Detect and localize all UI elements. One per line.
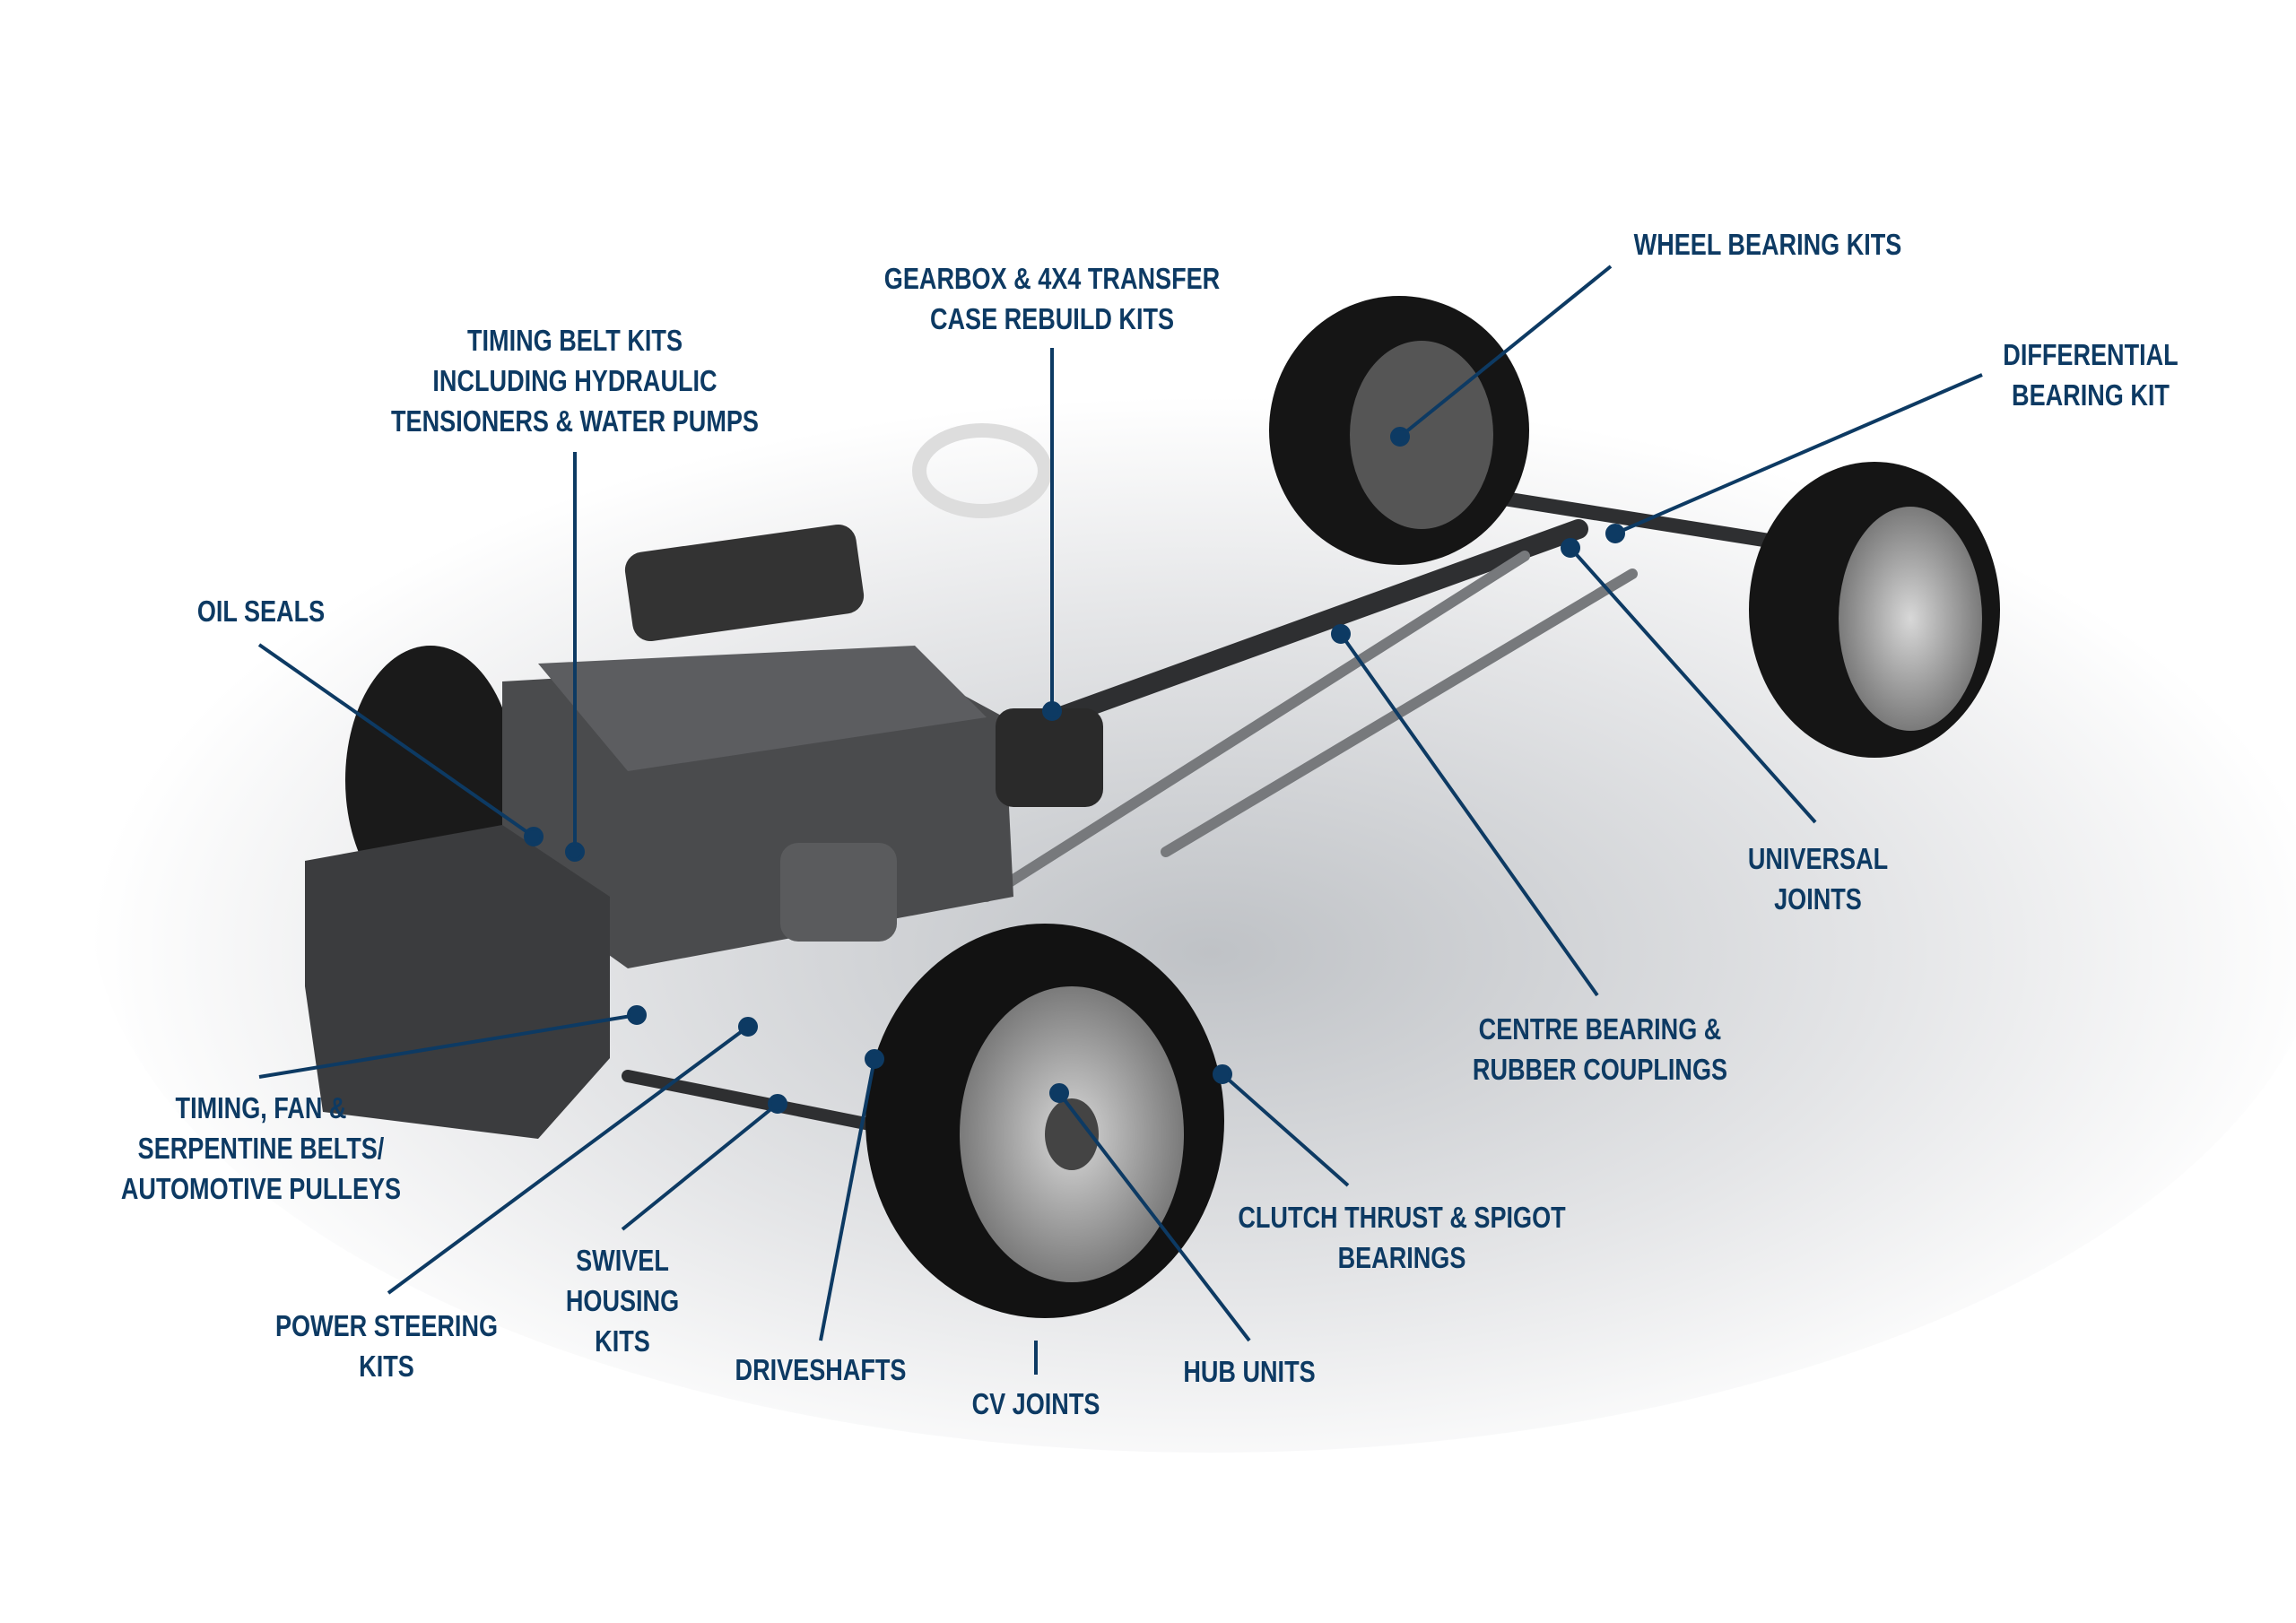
engine [305, 423, 1103, 1139]
label-hub-units: HUB UNITS [1183, 1355, 1316, 1388]
rear-right-wheel [1749, 462, 2000, 758]
leader-lines [257, 265, 1983, 1375]
label-timing-fan-belts: TIMING, FAN &SERPENTINE BELTS/AUTOMOTIVE… [120, 1091, 402, 1205]
label-driveshafts: DRIVESHAFTS [735, 1353, 907, 1386]
front-right-wheel [865, 924, 1224, 1318]
label-wheel-bearing-kits: WHEEL BEARING KITS [1633, 228, 1902, 261]
label-centre-bearing: CENTRE BEARING &RUBBER COUPLINGS [1472, 1012, 1728, 1086]
label-oil-seals: OIL SEALS [196, 595, 326, 628]
label-cv-joints: CV JOINTS [971, 1387, 1100, 1420]
